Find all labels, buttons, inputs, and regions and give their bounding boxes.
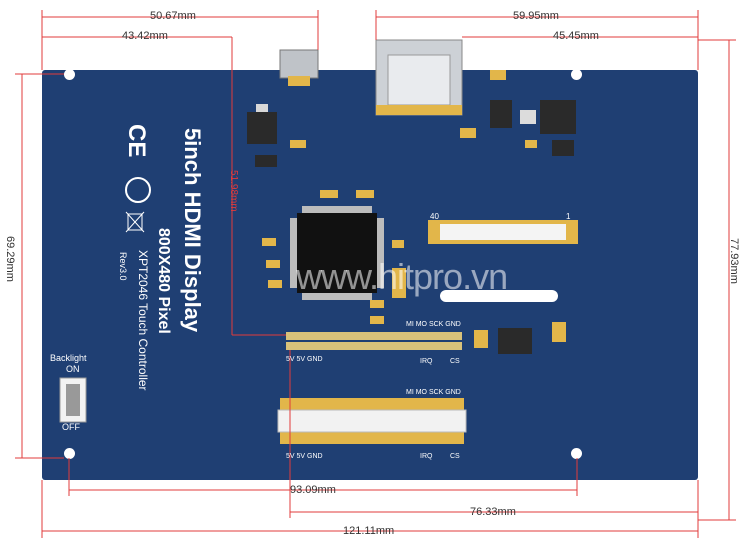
bottom-header-bottom-row [280,432,464,444]
header-top-cs-label: CS [450,358,460,365]
header-top-signal-labels: MI MO SCK GND [406,321,461,328]
cert-mark [125,177,151,203]
header-top-power-labels: 5V 5V GND [286,356,323,363]
mounting-hole [64,448,75,459]
fpc-pin-40-label: 40 [430,212,439,221]
dim-top-45-45: 45.45mm [553,30,599,42]
top-header-pins [286,332,462,350]
micro-usb-port [279,49,319,79]
dim-top-43-42: 43.42mm [122,30,168,42]
board-revision: Rev3.0 [118,252,128,281]
backlight-label: Backlight [50,353,87,363]
backlight-on-label: ON [66,364,80,374]
header-bottom-signal-labels: MI MO SCK GND [406,389,461,396]
board-title: 5inch HDMI Display [180,128,205,333]
dim-bottom-121-11: 121.11mm [343,525,395,537]
dim-top-50-67: 50.67mm [150,10,196,22]
board-resolution: 800X480 Pixel [155,228,172,334]
header-top-irq-label: IRQ [420,358,433,365]
dim-inner-51-98: 51.98mm [228,170,239,212]
inductor [540,100,576,134]
header-bottom-irq-label: IRQ [420,453,433,460]
touch-ic [498,328,532,354]
header-bottom-power-labels: 5V 5V GND [286,453,323,460]
backlight-off-label: OFF [62,422,80,432]
mounting-hole [571,448,582,459]
ce-mark: CE [123,124,150,158]
board-touch-controller: XPT2046 Touch Controller [136,250,150,391]
bottom-header-top-row [280,398,464,410]
voltage-regulator [247,112,277,144]
fpc-pin-1-label: 1 [566,212,571,221]
header-bottom-cs-label: CS [450,453,460,460]
dim-right-77-93: 77.93mm [728,238,740,284]
dimension-lines [15,10,736,538]
board-slot [440,290,558,302]
dim-bottom-76-33: 76.33mm [470,506,516,518]
mounting-hole [571,69,582,80]
dim-left-69-29: 69.29mm [4,236,16,282]
mounting-hole [64,69,75,80]
main-ic [297,213,377,293]
weee-icon [127,213,143,231]
dim-top-59-95: 59.95mm [513,10,559,22]
dim-bottom-93-09: 93.09mm [290,484,336,496]
watermark: www.hitpro.vn [296,256,508,297]
